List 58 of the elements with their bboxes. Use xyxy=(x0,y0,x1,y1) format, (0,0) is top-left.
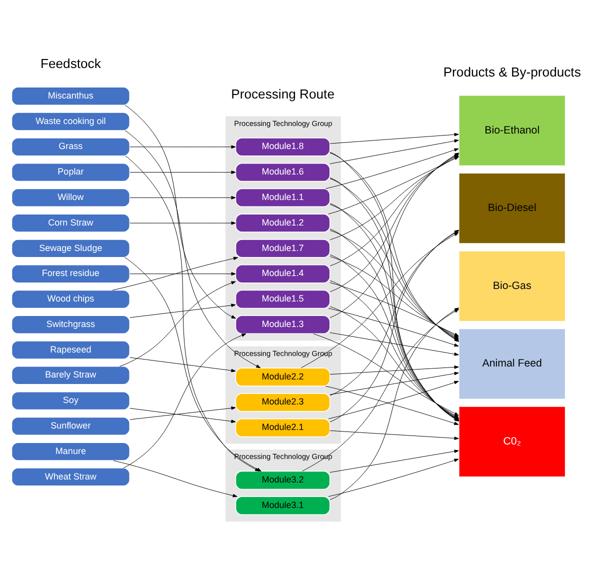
node-box: Module1.1 xyxy=(235,188,330,207)
node-box: Waste cooking oil xyxy=(11,112,130,130)
node-box: Module2.3 xyxy=(235,392,330,412)
label: Products & By-products xyxy=(443,64,581,79)
node-box: Module1.3 xyxy=(235,314,330,334)
node-box: Module2.2 xyxy=(235,367,330,386)
arrow xyxy=(130,303,236,318)
node-box: Willow xyxy=(11,188,130,207)
node-box: Rapeseed xyxy=(11,340,130,359)
node-box: Soy xyxy=(11,390,130,410)
arrow xyxy=(130,408,236,422)
label: Processing Route xyxy=(231,86,334,101)
arrow xyxy=(130,406,236,420)
arrow xyxy=(123,333,246,468)
arrow xyxy=(112,256,238,290)
node-box: C0₂ xyxy=(458,406,566,477)
arrow xyxy=(130,144,236,148)
node-box: Module2.1 xyxy=(235,418,330,437)
node-box: Poplar xyxy=(11,162,130,182)
arrow xyxy=(130,272,236,276)
arrow xyxy=(330,132,459,144)
arrow xyxy=(330,365,459,374)
node-box: Forest residue xyxy=(11,264,130,283)
node-box: Bio-Gas xyxy=(458,250,566,322)
node-box: Barely Straw xyxy=(11,365,130,384)
node-box: Miscanthus xyxy=(11,86,130,106)
arrow xyxy=(113,460,238,497)
node-box: Grass xyxy=(11,137,130,156)
arrow xyxy=(124,130,261,368)
node-box: Animal Feed xyxy=(458,328,566,400)
node-box: Module1.5 xyxy=(235,289,330,308)
node-box: Module1.4 xyxy=(235,264,330,283)
node-box: Switchgrass xyxy=(11,314,130,334)
node-box: Wheat Straw xyxy=(11,467,130,486)
arrow xyxy=(130,170,236,174)
node-box: Sunflower xyxy=(11,416,130,436)
node-box: Module1.8 xyxy=(235,137,330,156)
arrow xyxy=(130,356,236,372)
label: Feedstock xyxy=(40,56,101,71)
arrow xyxy=(130,220,236,224)
node-box: Bio-Ethanol xyxy=(458,94,566,166)
arrow xyxy=(330,449,459,472)
node-box: Module1.2 xyxy=(235,213,330,232)
arrow xyxy=(330,371,459,394)
node-box: Module1.6 xyxy=(235,162,330,182)
node-box: Bio-Diesel xyxy=(458,172,566,244)
arrow xyxy=(330,430,459,440)
node-box: Wood chips xyxy=(11,289,130,308)
arrow xyxy=(328,458,459,496)
node-box: Sewage Sludge xyxy=(11,238,130,258)
node-box: Module1.7 xyxy=(235,238,330,258)
node-box: Module3.2 xyxy=(235,470,330,490)
arrow xyxy=(124,104,236,318)
node-box: Manure xyxy=(11,442,130,460)
node-box: Corn Straw xyxy=(11,213,130,232)
arrow xyxy=(119,280,236,366)
arrow xyxy=(130,196,236,199)
node-box: Module3.1 xyxy=(235,496,330,515)
